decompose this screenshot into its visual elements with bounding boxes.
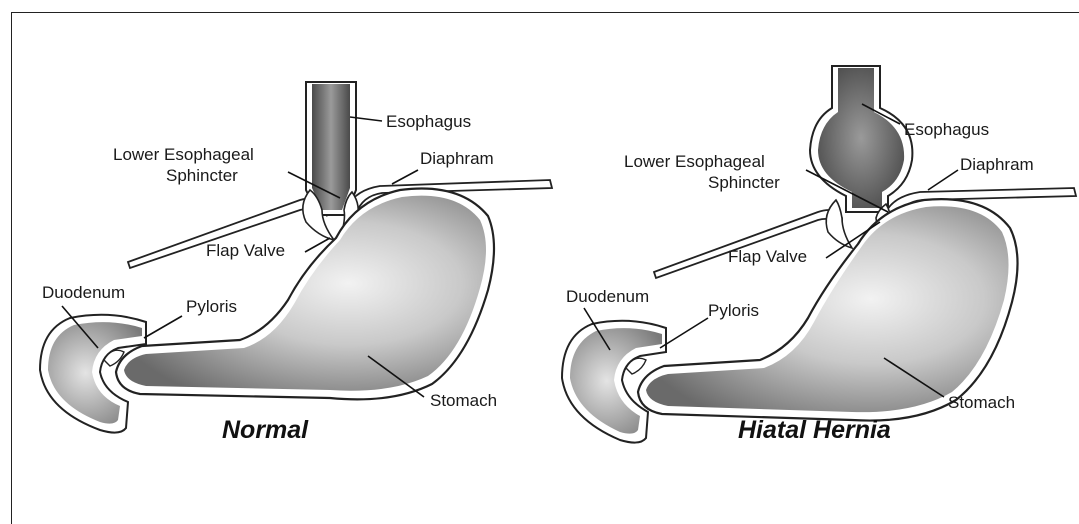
- hernia-stomach-illustration: Esophagus Lower Esophageal Sphincter Dia…: [562, 66, 1076, 444]
- label-pyloris: Pyloris: [186, 297, 237, 316]
- caption-hiatal-hernia: Hiatal Hernia: [738, 416, 891, 444]
- label-flap-valve-hernia: Flap Valve: [728, 247, 807, 266]
- caption-normal: Normal: [222, 416, 309, 444]
- hernia-esophagus: [810, 66, 912, 212]
- label-diaphram: Diaphram: [420, 149, 494, 168]
- label-duodenum: Duodenum: [42, 283, 125, 302]
- label-les-line2: Sphincter: [166, 166, 238, 185]
- label-les-line1-hernia: Lower Esophageal: [624, 152, 765, 171]
- label-pyloris-hernia: Pyloris: [708, 301, 759, 320]
- label-stomach-hernia: Stomach: [948, 393, 1015, 412]
- leader-pyloris-hernia: [660, 318, 708, 348]
- label-esophagus: Esophagus: [386, 112, 471, 131]
- label-les-line2-hernia: Sphincter: [708, 173, 780, 192]
- normal-stomach-illustration: Esophagus Lower Esophageal Sphincter Dia…: [40, 82, 552, 444]
- leader-pyloris: [144, 316, 182, 338]
- leader-diaphram-hernia: [928, 170, 958, 190]
- label-les-line1: Lower Esophageal: [113, 145, 254, 164]
- label-diaphram-hernia: Diaphram: [960, 155, 1034, 174]
- label-stomach: Stomach: [430, 391, 497, 410]
- label-flap-valve: Flap Valve: [206, 241, 285, 260]
- label-duodenum-hernia: Duodenum: [566, 287, 649, 306]
- leader-diaphram: [392, 170, 418, 184]
- label-esophagus-hernia: Esophagus: [904, 120, 989, 139]
